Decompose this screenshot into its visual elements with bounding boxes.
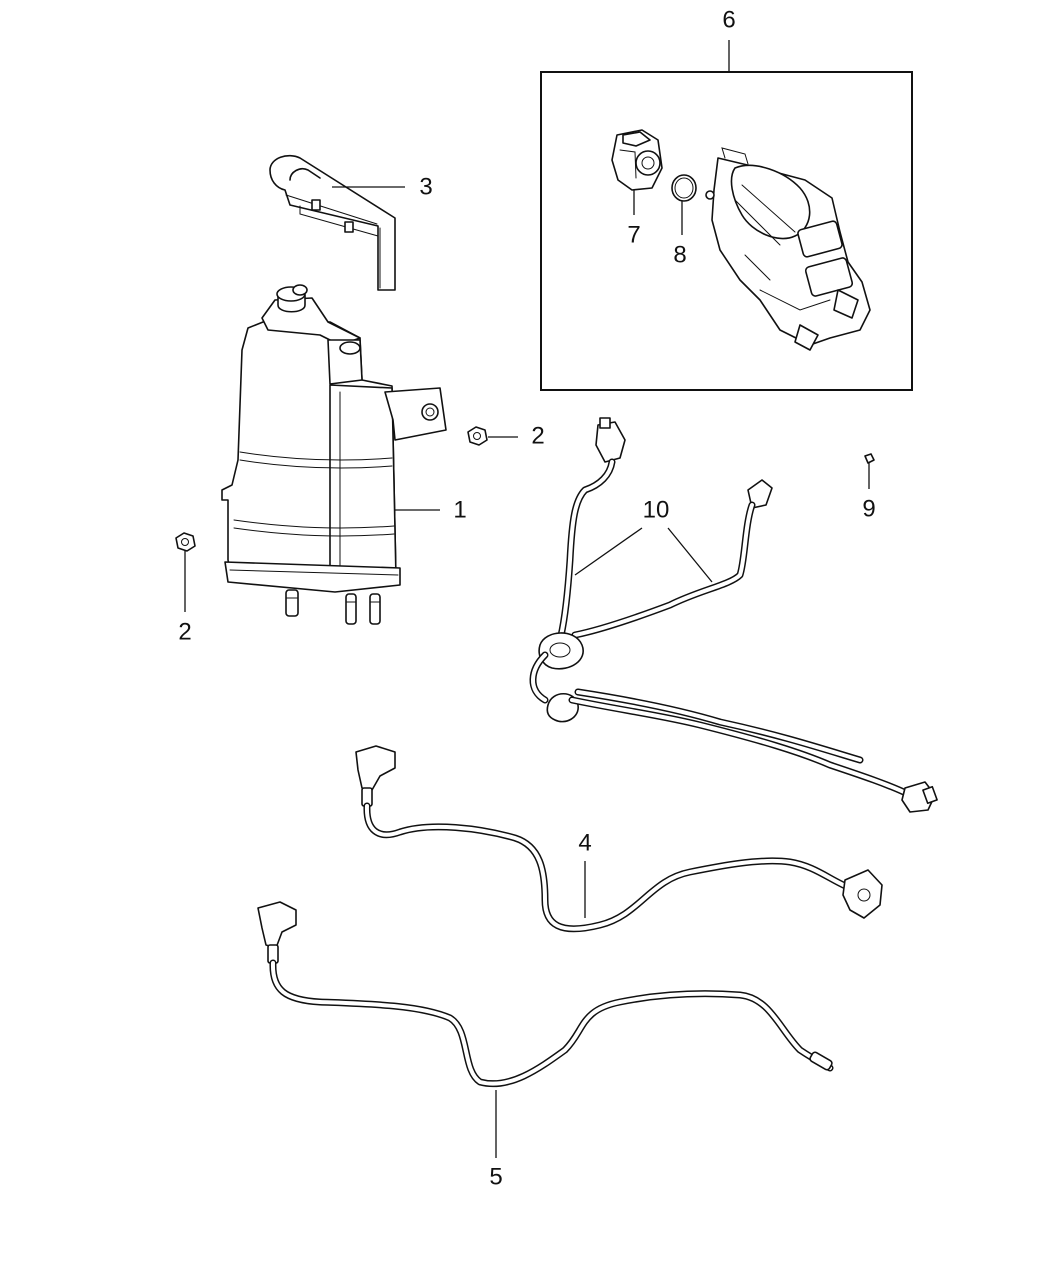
leader-10a <box>574 527 643 576</box>
kit-6-group: 6 7 8 <box>540 6 913 391</box>
part-5-hose <box>257 901 834 1088</box>
callout-6: 6 <box>722 6 735 33</box>
callout-9: 9 <box>862 495 875 522</box>
callout-4: 4 <box>578 829 591 856</box>
part-3-bracket <box>269 154 396 291</box>
callout-7: 7 <box>627 221 640 248</box>
callout-5: 5 <box>489 1163 502 1190</box>
callout-10: 10 <box>643 496 670 523</box>
part-9-clip <box>864 453 875 464</box>
valve-assembly <box>705 147 871 351</box>
leader-10b <box>667 527 713 583</box>
callout-3: 3 <box>419 173 432 200</box>
part-10-hose-assembly <box>529 417 938 813</box>
part-8-o-ring <box>671 174 697 202</box>
part-7-connector <box>611 129 663 191</box>
part-2-nut-a <box>467 426 488 446</box>
kit-6-box <box>540 71 913 391</box>
part-4-hose <box>355 745 883 933</box>
part-2-nut-b <box>175 532 196 552</box>
callout-8: 8 <box>673 241 686 268</box>
callout-2b: 2 <box>178 618 191 645</box>
callout-2a: 2 <box>531 422 544 449</box>
part-1-canister <box>221 284 447 625</box>
callout-1: 1 <box>453 496 466 523</box>
